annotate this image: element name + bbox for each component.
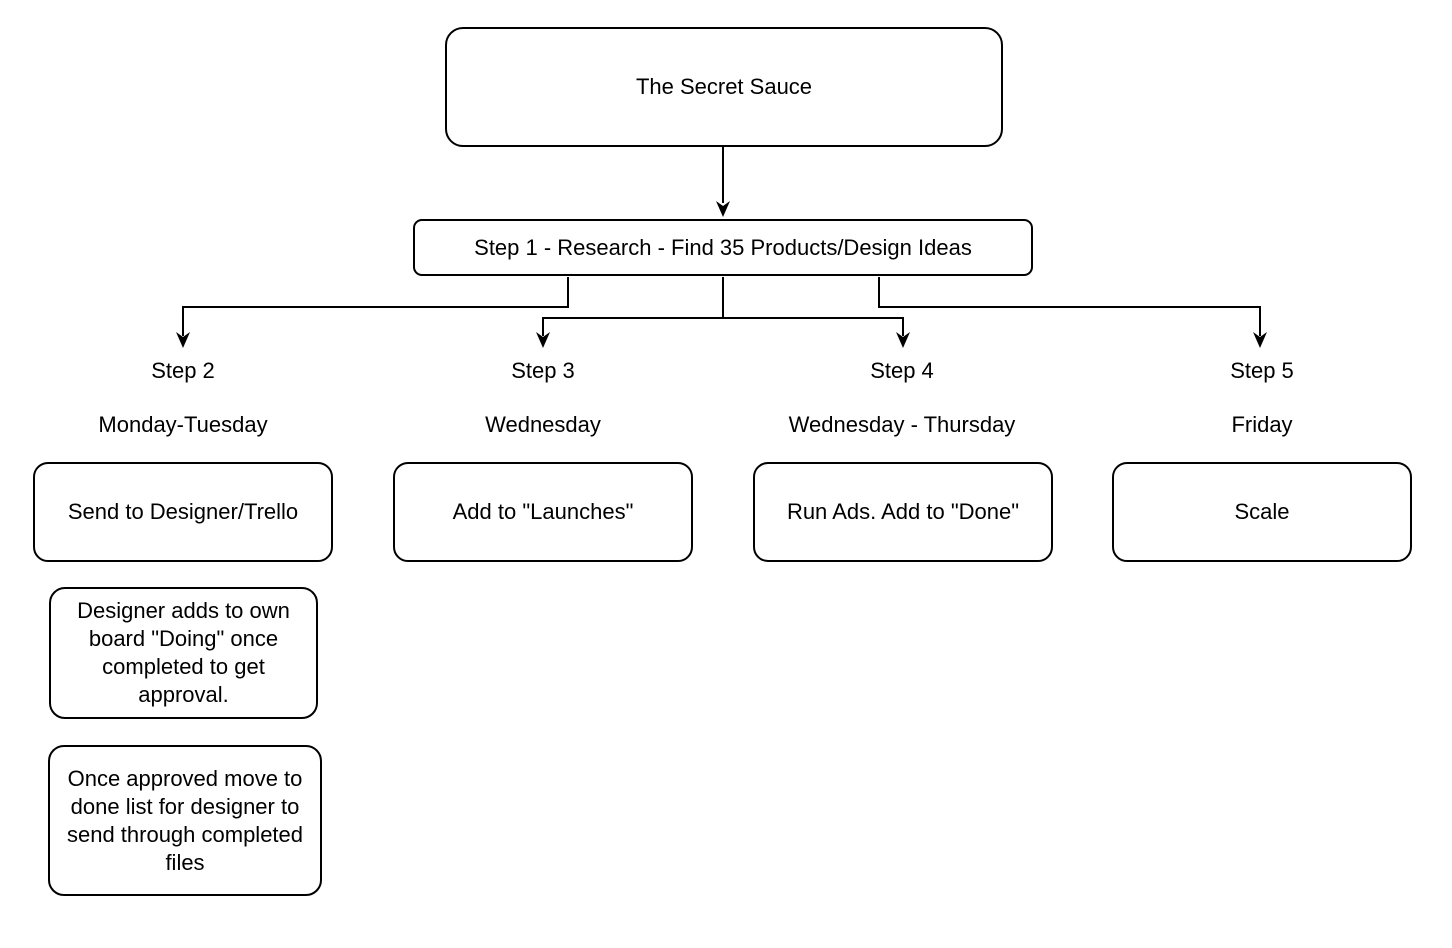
label-days-step5: Friday (1231, 412, 1293, 437)
node-step1-research: Step 1 - Research - Find 35 Products/Des… (413, 219, 1033, 276)
arrowhead-step3 (536, 332, 550, 348)
node-secret-sauce-label: The Secret Sauce (635, 74, 813, 99)
node-add-to-launches: Add to "Launches" (393, 462, 693, 562)
arrowhead-step4 (896, 332, 910, 348)
node-designer-doing-note-label: Designer adds to own board "Doing" once … (77, 598, 290, 707)
arrowhead-step5 (1253, 332, 1267, 348)
node-send-to-designer: Send to Designer/Trello (33, 462, 333, 562)
label-step3: Step 3 (511, 358, 575, 383)
connector-step1-to-step5 (878, 277, 1261, 336)
node-run-ads: Run Ads. Add to "Done" (753, 462, 1053, 562)
label-step2: Step 2 (151, 358, 215, 383)
label-days-step4: Wednesday - Thursday (788, 412, 1016, 437)
arrowhead-step1 (716, 201, 730, 217)
connector-center-to-step4 (723, 317, 904, 336)
node-send-to-designer-label: Send to Designer/Trello (67, 499, 299, 524)
node-run-ads-label: Run Ads. Add to "Done" (786, 499, 1020, 524)
label-days-step3: Wednesday (485, 412, 601, 437)
node-scale: Scale (1112, 462, 1412, 562)
node-add-to-launches-label: Add to "Launches" (452, 499, 634, 524)
label-days-step2: Monday-Tuesday (98, 412, 268, 437)
node-secret-sauce: The Secret Sauce (445, 27, 1003, 147)
connector-center-to-step3 (542, 317, 723, 336)
node-once-approved-note-label: Once approved move to done list for desi… (66, 765, 304, 875)
node-step1-label: Step 1 - Research - Find 35 Products/Des… (474, 234, 972, 260)
arrowhead-step2 (176, 332, 190, 348)
node-scale-label: Scale (1234, 499, 1290, 524)
label-step5: Step 5 (1230, 358, 1294, 383)
connector-step1-to-step2 (182, 277, 569, 336)
node-once-approved-note: Once approved move to done list for desi… (48, 745, 322, 896)
label-step4: Step 4 (870, 358, 934, 383)
node-designer-doing-note: Designer adds to own board "Doing" once … (49, 587, 318, 719)
